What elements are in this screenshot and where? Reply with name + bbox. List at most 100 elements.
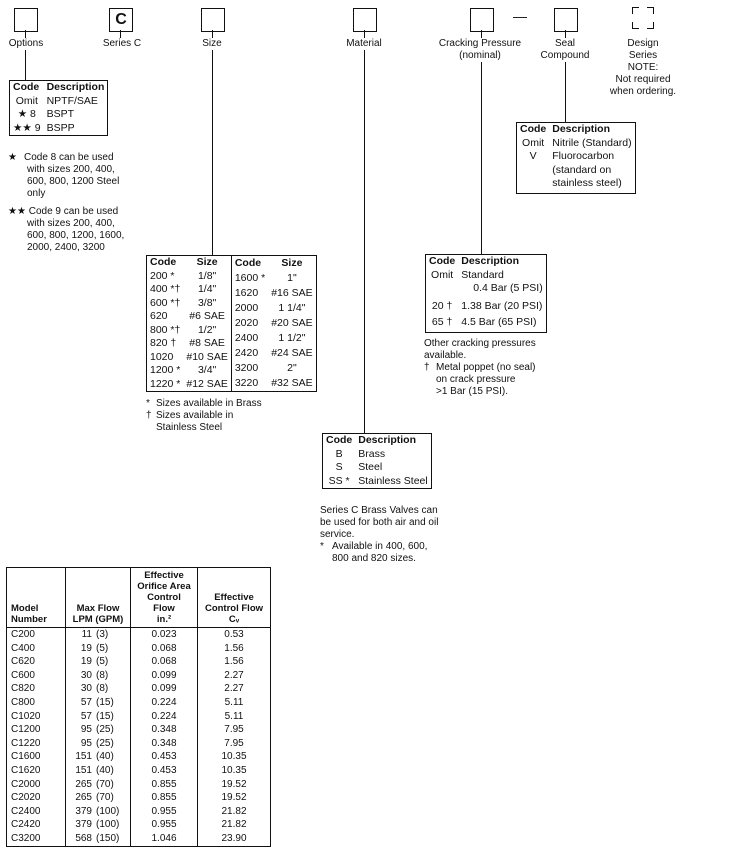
options-col-code: Code (13, 81, 40, 93)
options-note-code9: ★★ Code 9 can be used with sizes 200, 40… (8, 206, 125, 253)
material-col-code: Code (326, 434, 353, 446)
size-col-size: Size (196, 256, 218, 268)
options-note-code8: ★Code 8 can be used with sizes 200, 400,… (8, 152, 120, 199)
series-connector (120, 30, 121, 38)
size-col-code-2: Code (234, 256, 262, 269)
table-row: 1200 *3/4" (150, 364, 217, 376)
table-row: 1620#16 SAE (234, 286, 313, 299)
table-row: 20 †1.38 Bar (20 PSI) (431, 299, 543, 312)
table-row: 2020#20 SAE (234, 316, 313, 329)
table-row: SS *Stainless Steel (328, 474, 428, 487)
material-col-desc: Description (358, 434, 417, 446)
series-code-box: C (109, 8, 133, 32)
table-row: 620#6 SAE (150, 310, 225, 322)
material-connector (364, 30, 365, 38)
design-label-line1: Design (627, 38, 659, 49)
table-row: 1020#10 SAE (150, 350, 228, 363)
material-code-box (353, 8, 377, 32)
design-note-line3: when ordering. (609, 86, 677, 97)
design-label-line2: Series (628, 50, 658, 61)
size-connector (212, 30, 213, 38)
seal-compound-label: Seal Compound (530, 38, 600, 62)
size-table: Code Size 200 *1/8" 400 *†1/4" 600 *†3/8"… (146, 255, 317, 392)
size-label: Size (202, 38, 222, 49)
material-notes: Series C Brass Valves can be used for bo… (320, 505, 439, 564)
size-col-size-2: Size (281, 256, 303, 269)
options-col-desc: Description (46, 81, 105, 93)
table-row: 65 †4.5 Bar (65 PSI) (431, 316, 537, 328)
table-row: 820 †#8 SAE (150, 337, 225, 349)
table-row: 1220 *#12 SAE (150, 377, 228, 390)
cracking-col-desc: Description (461, 255, 520, 267)
size-code-box (201, 8, 225, 32)
cracking-pressure-label: Cracking Pressure (nominal) (430, 38, 530, 62)
size-col-code: Code (150, 256, 177, 268)
size-connector-lower (212, 50, 213, 255)
design-note-line1: NOTE: (627, 62, 659, 73)
cracking-connector-lower (481, 62, 482, 254)
seal-connector-lower (565, 62, 566, 122)
series-label: Series C (102, 38, 142, 49)
design-series-code-box (632, 7, 654, 29)
table-row: 200 *1/8" (150, 269, 217, 282)
table-row: 800 *†1/2" (150, 323, 217, 336)
material-label: Material (346, 38, 382, 49)
options-connector (25, 30, 26, 38)
cracking-label-line1: Cracking Pressure (438, 38, 522, 49)
table-row: 1600 *1" (234, 271, 297, 284)
table-row: 3220#32 SAE (234, 376, 313, 389)
dash-separator: — (513, 8, 527, 24)
table-row: 600 *†3/8" (150, 296, 217, 309)
options-code-box (14, 8, 38, 32)
cracking-label-line2: (nominal) (459, 50, 501, 61)
seal-connector (565, 30, 566, 38)
table-row: 400 *†1/4" (150, 283, 217, 295)
options-connector-lower (25, 50, 26, 80)
seal-compound-code-box (554, 8, 578, 32)
cracking-notes: Other cracking pressures available. †Met… (424, 338, 536, 397)
cracking-pressure-code-box (470, 8, 494, 32)
material-connector-lower (364, 50, 365, 433)
cracking-col-code: Code (429, 255, 456, 267)
cracking-connector (481, 30, 482, 38)
size-notes: *Sizes available in Brass †Sizes availab… (146, 398, 262, 433)
seal-label-line2: Compound (540, 50, 590, 61)
seal-col-desc: Description (552, 123, 611, 135)
design-note-line2: Not required (615, 74, 671, 85)
